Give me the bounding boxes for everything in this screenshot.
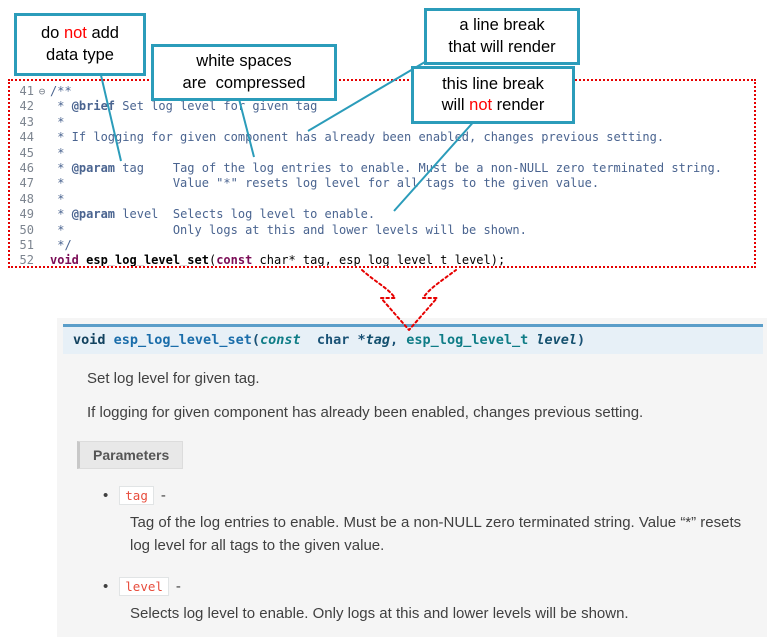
fold-marker-icon [34,146,50,161]
callout-text: do not add data type [41,24,119,64]
code-text: * @param tag Tag of the log entries to e… [50,160,722,175]
callout-text: a line break that will render [448,16,556,56]
fold-marker-icon [34,207,50,222]
line-number: 45 [19,145,34,160]
fold-marker-icon [34,223,50,238]
parameter-item: • tag- Tag of the log entries to enable. M… [103,486,753,558]
code-line: 43 * [10,115,754,130]
line-number: 42 [19,99,34,114]
callout-text: white spaces are compressed [182,52,306,92]
code-text: * @brief Set log level for given tag [50,99,318,114]
param-dash: - [175,577,181,595]
bullet-icon: • [103,487,109,504]
callout-text: this line break will not render [441,74,545,114]
code-lines: 41⊖/**42 * @brief Set log level for give… [10,84,754,268]
code-text: /** [50,84,72,98]
line-number: 52 [19,253,34,268]
fold-marker-icon [34,253,50,266]
line-number: 41 [19,84,34,98]
fold-marker-icon [34,115,50,130]
fold-marker-icon: ⊖ [38,85,46,98]
code-line: 45 * [10,146,754,161]
code-text: * [50,114,65,129]
fold-marker-icon [34,192,50,207]
code-line: 52 void esp_log_level_set(const char* tag… [10,253,754,268]
fold-marker-icon [34,238,50,253]
code-editor-snippet: 41⊖/**42 * @brief Set log level for give… [8,79,756,268]
parameters-list: •tag-Tag of the log entries to enable. M… [87,486,753,625]
code-line: 46 * @param tag Tag of the log entries t… [10,161,754,176]
code-text: * Only logs at this and lower levels wil… [50,222,527,237]
callout-line-break-renders: a line break that will render [424,8,580,65]
parameter-item: • level- Selects log level to enable. Only… [103,576,753,625]
code-line: 51 */ [10,238,754,253]
line-number: 50 [19,222,34,237]
code-line: 44 * If logging for given component has … [10,130,754,145]
code-line: 47 * Value "*" resets log level for all … [10,176,754,191]
line-number: 47 [19,176,34,191]
rendered-docs-panel: void esp_log_level_set(const char *tag, … [57,318,767,637]
code-text: * [50,191,65,206]
code-line: 42 * @brief Set log level for given tag [10,99,754,114]
param-head: • tag- [103,486,753,505]
line-number: 46 [19,160,34,175]
callout-do-not-add-data-type: do not add data type [14,13,146,76]
callout-white-spaces-compressed: white spaces are compressed [151,44,337,101]
code-text: * Value "*" resets log level for all tag… [50,176,600,191]
transforms-into-arrow-icon [361,269,457,331]
line-number: 49 [19,207,34,222]
bullet-icon: • [103,577,109,595]
param-name-chip: level [119,576,169,596]
code-line: 41 ⊖ /** [10,84,754,99]
fold-marker-icon [34,99,50,114]
line-number: 48 [19,191,34,206]
code-text: * @param level Selects log level to enab… [50,207,376,222]
param-dash: - [160,487,166,504]
code-text: void esp_log_level_set(const char* tag, … [50,253,506,268]
docs-body: Set log level for given tag. If logging … [57,354,767,625]
parameters-label: Parameters [77,441,184,469]
param-head: • level- [103,576,753,596]
code-text: */ [50,237,72,252]
fold-marker-icon [34,161,50,176]
line-number: 51 [19,237,34,252]
param-description: Tag of the log entries to enable. Must b… [130,514,742,555]
code-line: 48 * [10,192,754,207]
code-text: * [50,145,65,160]
code-text: * If logging for given component has alr… [50,130,665,145]
code-line: 49 * @param level Selects log level to e… [10,207,754,222]
callout-line-break-not-render: this line break will not render [411,66,575,124]
fold-marker-icon [34,130,50,145]
code-line: 50 * Only logs at this and lower levels … [10,223,754,238]
line-number: 44 [19,130,34,145]
param-description: Selects log level to enable. Only logs a… [130,604,629,622]
param-name-chip: tag [119,486,154,505]
description-text: If logging for given component has alrea… [87,404,644,421]
function-signature: void esp_log_level_set(const char *tag, … [63,324,763,354]
fold-marker-icon [34,176,50,191]
brief-text: Set log level for given tag. [87,370,260,387]
line-number: 43 [19,114,34,129]
